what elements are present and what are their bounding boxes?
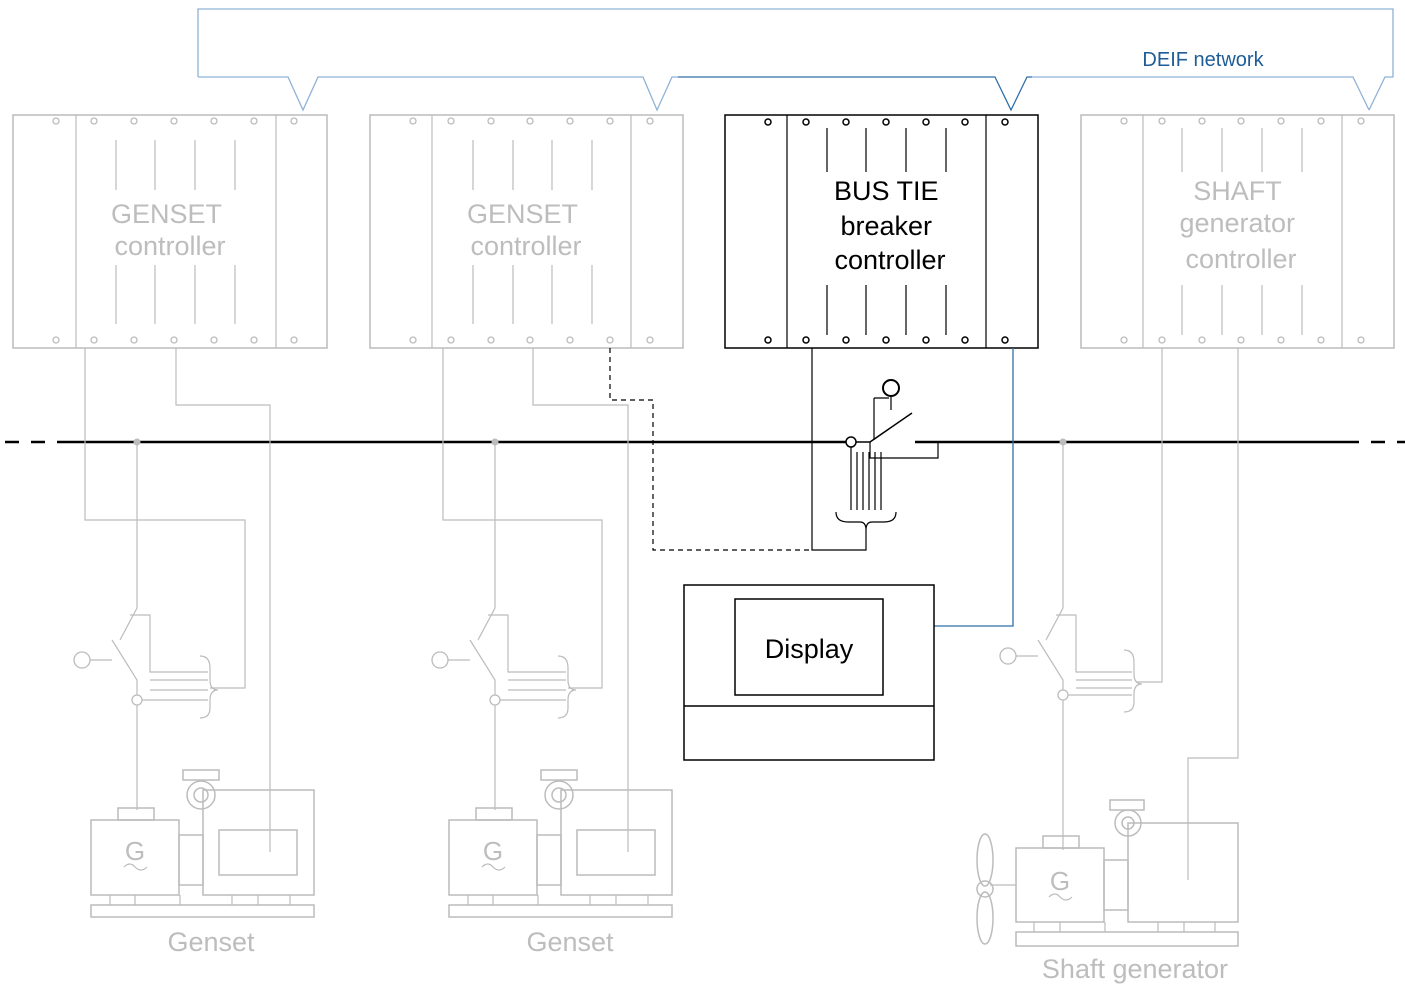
breaker-icon <box>882 379 900 397</box>
terminal-dots <box>409 117 654 344</box>
deif-network: DEIF network <box>197 8 1394 112</box>
controller-3-line-1: BUS TIE <box>834 176 939 206</box>
genset-1-branch <box>73 348 271 852</box>
controller-2-label: GENSET controller <box>467 199 585 261</box>
generator-symbol: G <box>1050 866 1070 896</box>
controller-2-line-1: GENSET <box>467 199 578 229</box>
generator-symbol: G <box>125 836 145 866</box>
controller-1-line-1: GENSET <box>111 199 222 229</box>
propeller-icon <box>976 833 1016 945</box>
bus-tie-breaker <box>609 348 1014 627</box>
controller-3-line-3: controller <box>834 245 945 275</box>
controller-4-label: SHAFT generator controller <box>1179 176 1302 274</box>
controller-1-label: GENSET controller <box>111 199 229 261</box>
controller-4-line-2: generator <box>1179 208 1295 238</box>
genset-controller-1: GENSET controller <box>12 114 328 349</box>
genset-1-label: Genset <box>167 927 255 957</box>
controller-3-line-2: breaker <box>840 211 932 241</box>
genset-icon: G Genset <box>90 769 315 957</box>
controller-1-line-2: controller <box>114 231 225 261</box>
shaft-generator-controller: SHAFT generator controller <box>1080 114 1395 349</box>
terminal-dots <box>1120 117 1365 344</box>
terminal-dots <box>764 118 1009 344</box>
genset-icon: G Genset <box>448 769 673 957</box>
display-unit: Display <box>683 584 935 761</box>
shaft-generator-icon: G Shaft generator <box>976 799 1239 984</box>
genset-2-label: Genset <box>526 927 614 957</box>
controller-4-line-1: SHAFT <box>1193 176 1281 206</box>
controller-2-line-2: controller <box>470 231 581 261</box>
shaft-branch <box>999 348 1239 880</box>
controller-4-line-3: controller <box>1185 244 1296 274</box>
shaft-generator-label: Shaft generator <box>1042 954 1228 984</box>
bus-tie-breaker-controller: BUS TIE breaker controller <box>724 114 1039 349</box>
genset-2-branch <box>431 348 629 852</box>
network-label: DEIF network <box>1142 49 1264 71</box>
busbar <box>5 438 1405 446</box>
display-label: Display <box>765 634 854 664</box>
genset-controller-2: GENSET controller <box>369 114 684 349</box>
controller-3-label: BUS TIE breaker controller <box>834 176 946 275</box>
generator-symbol: G <box>483 836 503 866</box>
terminal-dots <box>52 117 298 344</box>
